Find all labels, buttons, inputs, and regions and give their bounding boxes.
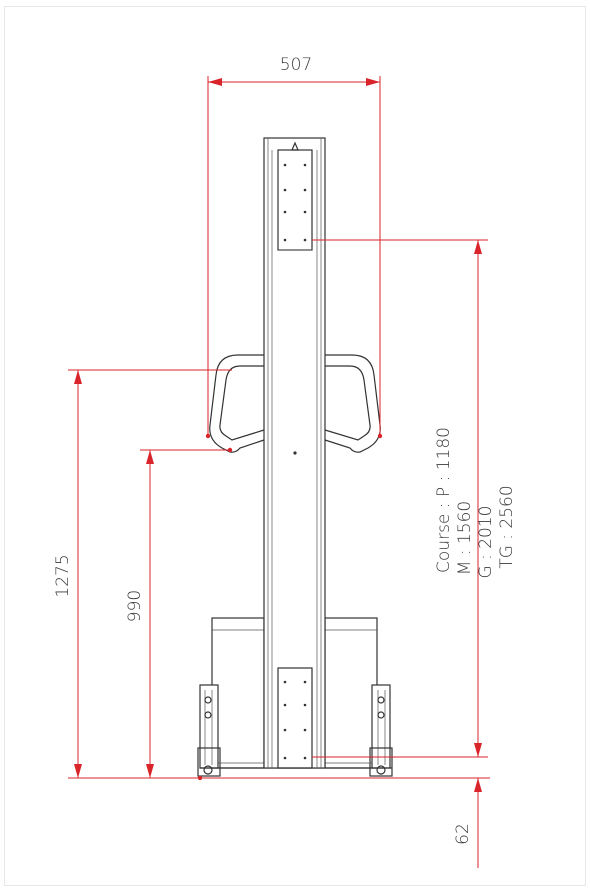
- dimension-width: [205, 76, 383, 439]
- course-line-1: Course : P : 1180: [434, 427, 454, 573]
- handle-right: [324, 354, 381, 453]
- dimension-bottom: [474, 778, 482, 868]
- base-left-block: [197, 617, 265, 777]
- width-label: 507: [280, 55, 312, 75]
- handle-left: [209, 354, 265, 453]
- dimension-height-outer: [68, 369, 232, 778]
- dimension-height-inner: [140, 447, 233, 778]
- base-right-block: [324, 617, 393, 777]
- lifter-machine: [197, 137, 393, 777]
- course-line-4: TG : 2560: [497, 485, 517, 568]
- height-outer-label: 1275: [53, 554, 73, 597]
- dimension-course: [312, 239, 488, 758]
- height-inner-label: 990: [125, 590, 145, 622]
- bottom-label: 62: [453, 823, 473, 845]
- course-labels: Course : P : 1180: [434, 427, 454, 573]
- course-line-3: G : 2010: [476, 506, 496, 579]
- mast: [263, 137, 326, 769]
- course-line-2: M : 1560: [455, 501, 475, 575]
